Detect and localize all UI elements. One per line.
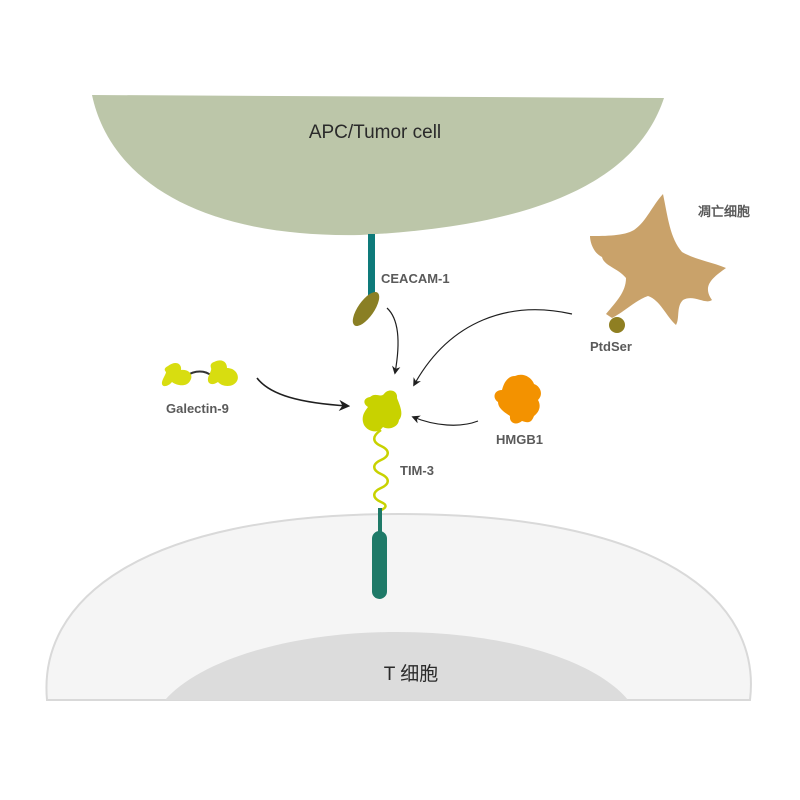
hmgb1-domain <box>494 374 541 424</box>
tim3-label: TIM-3 <box>400 463 434 478</box>
ptdser-label: PtdSer <box>590 339 632 354</box>
t-cell-nucleus <box>165 632 628 700</box>
galectin9-label: Galectin-9 <box>166 401 229 416</box>
tim3-transmembrane <box>378 508 382 534</box>
t-cell-membrane <box>45 512 752 701</box>
apoptotic-cell-shape <box>590 194 726 325</box>
ceacam1-label: CEACAM-1 <box>381 271 450 286</box>
t-cell-label: T 细胞 <box>384 663 439 685</box>
galectin9-domain-right <box>207 360 238 386</box>
ceacam1-stalk <box>368 234 375 296</box>
tim3-stalk-coil <box>373 428 389 512</box>
tim3-cytoplasmic-tail <box>372 531 387 599</box>
hmgb1-label: HMGB1 <box>496 432 543 447</box>
hmgb1-to-tim3-arrow <box>411 415 479 426</box>
ptdser-to-tim3-arrow <box>413 309 573 387</box>
tim3-ig-domain <box>362 390 402 432</box>
ptdser-head <box>609 317 625 333</box>
apc-cell-label: APC/Tumor cell <box>309 122 441 143</box>
apoptotic-cell-label: 凋亡细胞 <box>698 204 750 219</box>
apc-cell-shape <box>92 95 664 236</box>
galectin9-domain-left <box>161 363 192 387</box>
ceacam1-to-tim3-arrow <box>386 307 401 375</box>
galectin9-to-tim3-arrow <box>256 377 351 412</box>
ceacam1-domain <box>352 291 380 327</box>
